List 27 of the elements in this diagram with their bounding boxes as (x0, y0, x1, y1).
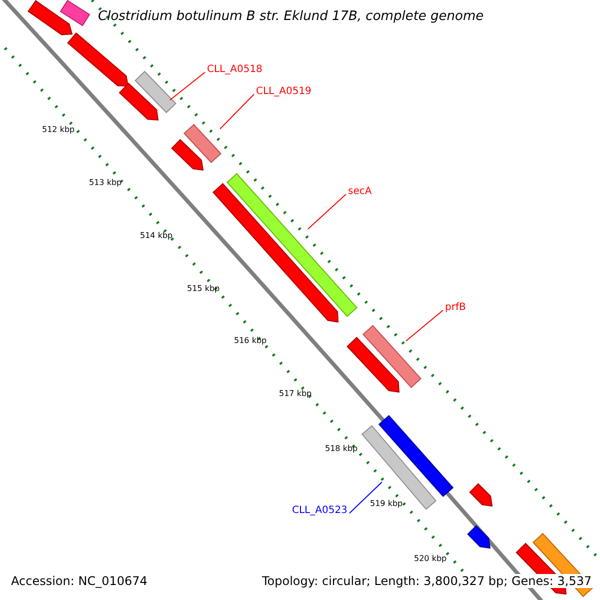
gene-bar (378, 415, 454, 497)
scale-label: 514 kbp (140, 231, 173, 240)
scale-label: 516 kbp (234, 336, 267, 345)
leader-line (308, 194, 346, 230)
gene-label: CLL_A0519 (256, 86, 312, 97)
genome-stats-text: Topology: circular; Length: 3,800,327 bp; Genes: 3,537 (260, 574, 594, 588)
scale-label: 517 kbp (279, 389, 312, 398)
scale-label: 515 kbp (187, 284, 220, 293)
leader-line (406, 310, 444, 342)
accession-text: Accession: NC_010674 (9, 574, 150, 588)
gene-label: secA (348, 186, 372, 197)
gene-bar (362, 324, 422, 388)
gene-bar (134, 70, 176, 114)
scale-label: 512 kbp (42, 125, 75, 134)
gene-label: CLL_A0518 (207, 64, 262, 75)
scale-label: 513 kbp (89, 178, 122, 187)
genome-title: Clostridium botulinum B str. Eklund 17B, complete genome (98, 9, 484, 24)
gene-label: CLL_A0523 (292, 505, 348, 516)
scale-label: 520 kbp (414, 554, 447, 563)
leader-line (220, 94, 254, 130)
gene-bar (361, 425, 437, 510)
scale-label: 519 kbp (370, 499, 403, 508)
leader-line (348, 482, 382, 514)
scale-label: 518 kbp (325, 444, 358, 453)
leader-line (170, 72, 206, 100)
gene-label: prfB (445, 302, 466, 313)
gene-bar (184, 124, 222, 164)
